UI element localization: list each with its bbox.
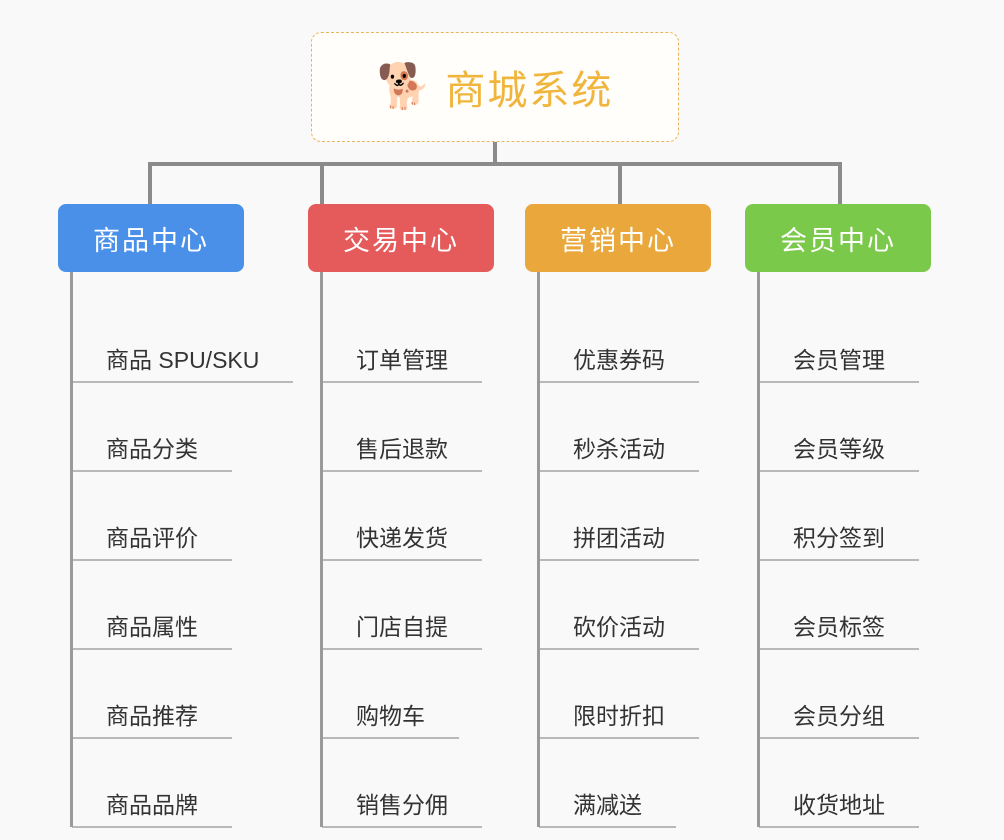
leaf-label: 砍价活动 [539, 613, 699, 650]
leaf-label: 商品评价 [72, 524, 232, 561]
leaf-label: 商品 SPU/SKU [72, 346, 294, 383]
column-3: 会员中心会员管理会员等级积分签到会员标签会员分组收货地址 [745, 204, 931, 828]
list-item[interactable]: 会员管理 [759, 294, 931, 383]
column-spine-3 [757, 272, 760, 827]
leaf-label: 商品属性 [72, 613, 232, 650]
list-item[interactable]: 拼团活动 [539, 472, 711, 561]
root-title: 商城系统 [445, 69, 614, 113]
root-node[interactable]: 🐕 商城系统 [311, 32, 679, 142]
list-item[interactable]: 商品分类 [72, 383, 244, 472]
list-item[interactable]: 商品评价 [72, 472, 244, 561]
connector-drop-3 [838, 162, 842, 204]
category-header-3[interactable]: 会员中心 [745, 204, 931, 272]
list-item[interactable]: 商品品牌 [72, 739, 244, 828]
list-item[interactable]: 优惠券码 [539, 294, 711, 383]
column-0: 商品中心商品 SPU/SKU 商品分类商品评价商品属性商品推荐商品品牌 [58, 204, 294, 828]
column-spine-1 [320, 272, 323, 827]
leaf-label: 销售分佣 [322, 791, 482, 828]
leaf-label: 拼团活动 [539, 524, 699, 561]
leaf-label: 售后退款 [322, 435, 482, 472]
list-item[interactable]: 砍价活动 [539, 561, 711, 650]
list-item[interactable]: 门店自提 [322, 561, 494, 650]
leaf-label: 订单管理 [322, 346, 482, 383]
list-item[interactable]: 会员标签 [759, 561, 931, 650]
leaf-list-0: 商品 SPU/SKU 商品分类商品评价商品属性商品推荐商品品牌 [72, 294, 294, 828]
category-header-0[interactable]: 商品中心 [58, 204, 244, 272]
connector-drop-1 [320, 162, 324, 204]
leaf-label: 积分签到 [759, 524, 919, 561]
list-item[interactable]: 积分签到 [759, 472, 931, 561]
column-spine-2 [537, 272, 540, 827]
list-item[interactable]: 满减送 [539, 739, 711, 828]
leaf-label: 收货地址 [759, 791, 919, 828]
leaf-label: 会员管理 [759, 346, 919, 383]
category-header-2[interactable]: 营销中心 [525, 204, 711, 272]
leaf-label: 限时折扣 [539, 702, 699, 739]
leaf-group-3: 会员管理会员等级积分签到会员标签会员分组收货地址 [745, 272, 931, 828]
list-item[interactable]: 销售分佣 [322, 739, 494, 828]
leaf-label: 商品推荐 [72, 702, 232, 739]
shiba-dog-emoji: 🐕 [376, 62, 432, 111]
list-item[interactable]: 订单管理 [322, 294, 494, 383]
leaf-label: 满减送 [539, 791, 676, 828]
list-item[interactable]: 售后退款 [322, 383, 494, 472]
list-item[interactable]: 商品属性 [72, 561, 244, 650]
leaf-list-3: 会员管理会员等级积分签到会员标签会员分组收货地址 [759, 294, 931, 828]
list-item[interactable]: 会员等级 [759, 383, 931, 472]
leaf-label: 购物车 [322, 702, 459, 739]
list-item[interactable]: 购物车 [322, 650, 494, 739]
leaf-label: 商品分类 [72, 435, 232, 472]
leaf-group-0: 商品 SPU/SKU 商品分类商品评价商品属性商品推荐商品品牌 [58, 272, 294, 828]
list-item[interactable]: 商品推荐 [72, 650, 244, 739]
list-item[interactable]: 秒杀活动 [539, 383, 711, 472]
leaf-label: 秒杀活动 [539, 435, 699, 472]
connector-root-stem [493, 142, 497, 164]
leaf-list-1: 订单管理售后退款快递发货门店自提购物车销售分佣 [322, 294, 494, 828]
connector-horizontal-bus [150, 162, 840, 166]
list-item[interactable]: 收货地址 [759, 739, 931, 828]
leaf-label: 优惠券码 [539, 346, 699, 383]
leaf-label: 快递发货 [322, 524, 482, 561]
leaf-label: 会员分组 [759, 702, 919, 739]
leaf-label: 会员等级 [759, 435, 919, 472]
list-item[interactable]: 商品 SPU/SKU [72, 294, 294, 383]
list-item[interactable]: 会员分组 [759, 650, 931, 739]
list-item[interactable]: 限时折扣 [539, 650, 711, 739]
leaf-label: 商品品牌 [72, 791, 232, 828]
connector-drop-2 [618, 162, 622, 204]
list-item[interactable]: 快递发货 [322, 472, 494, 561]
column-2: 营销中心优惠券码秒杀活动拼团活动砍价活动限时折扣满减送 [525, 204, 711, 828]
leaf-group-2: 优惠券码秒杀活动拼团活动砍价活动限时折扣满减送 [525, 272, 711, 828]
leaf-list-2: 优惠券码秒杀活动拼团活动砍价活动限时折扣满减送 [539, 294, 711, 828]
leaf-label: 门店自提 [322, 613, 482, 650]
connector-drop-0 [148, 162, 152, 204]
column-spine-0 [70, 272, 73, 827]
column-1: 交易中心订单管理售后退款快递发货门店自提购物车销售分佣 [308, 204, 494, 828]
category-header-1[interactable]: 交易中心 [308, 204, 494, 272]
leaf-label: 会员标签 [759, 613, 919, 650]
leaf-group-1: 订单管理售后退款快递发货门店自提购物车销售分佣 [308, 272, 494, 828]
